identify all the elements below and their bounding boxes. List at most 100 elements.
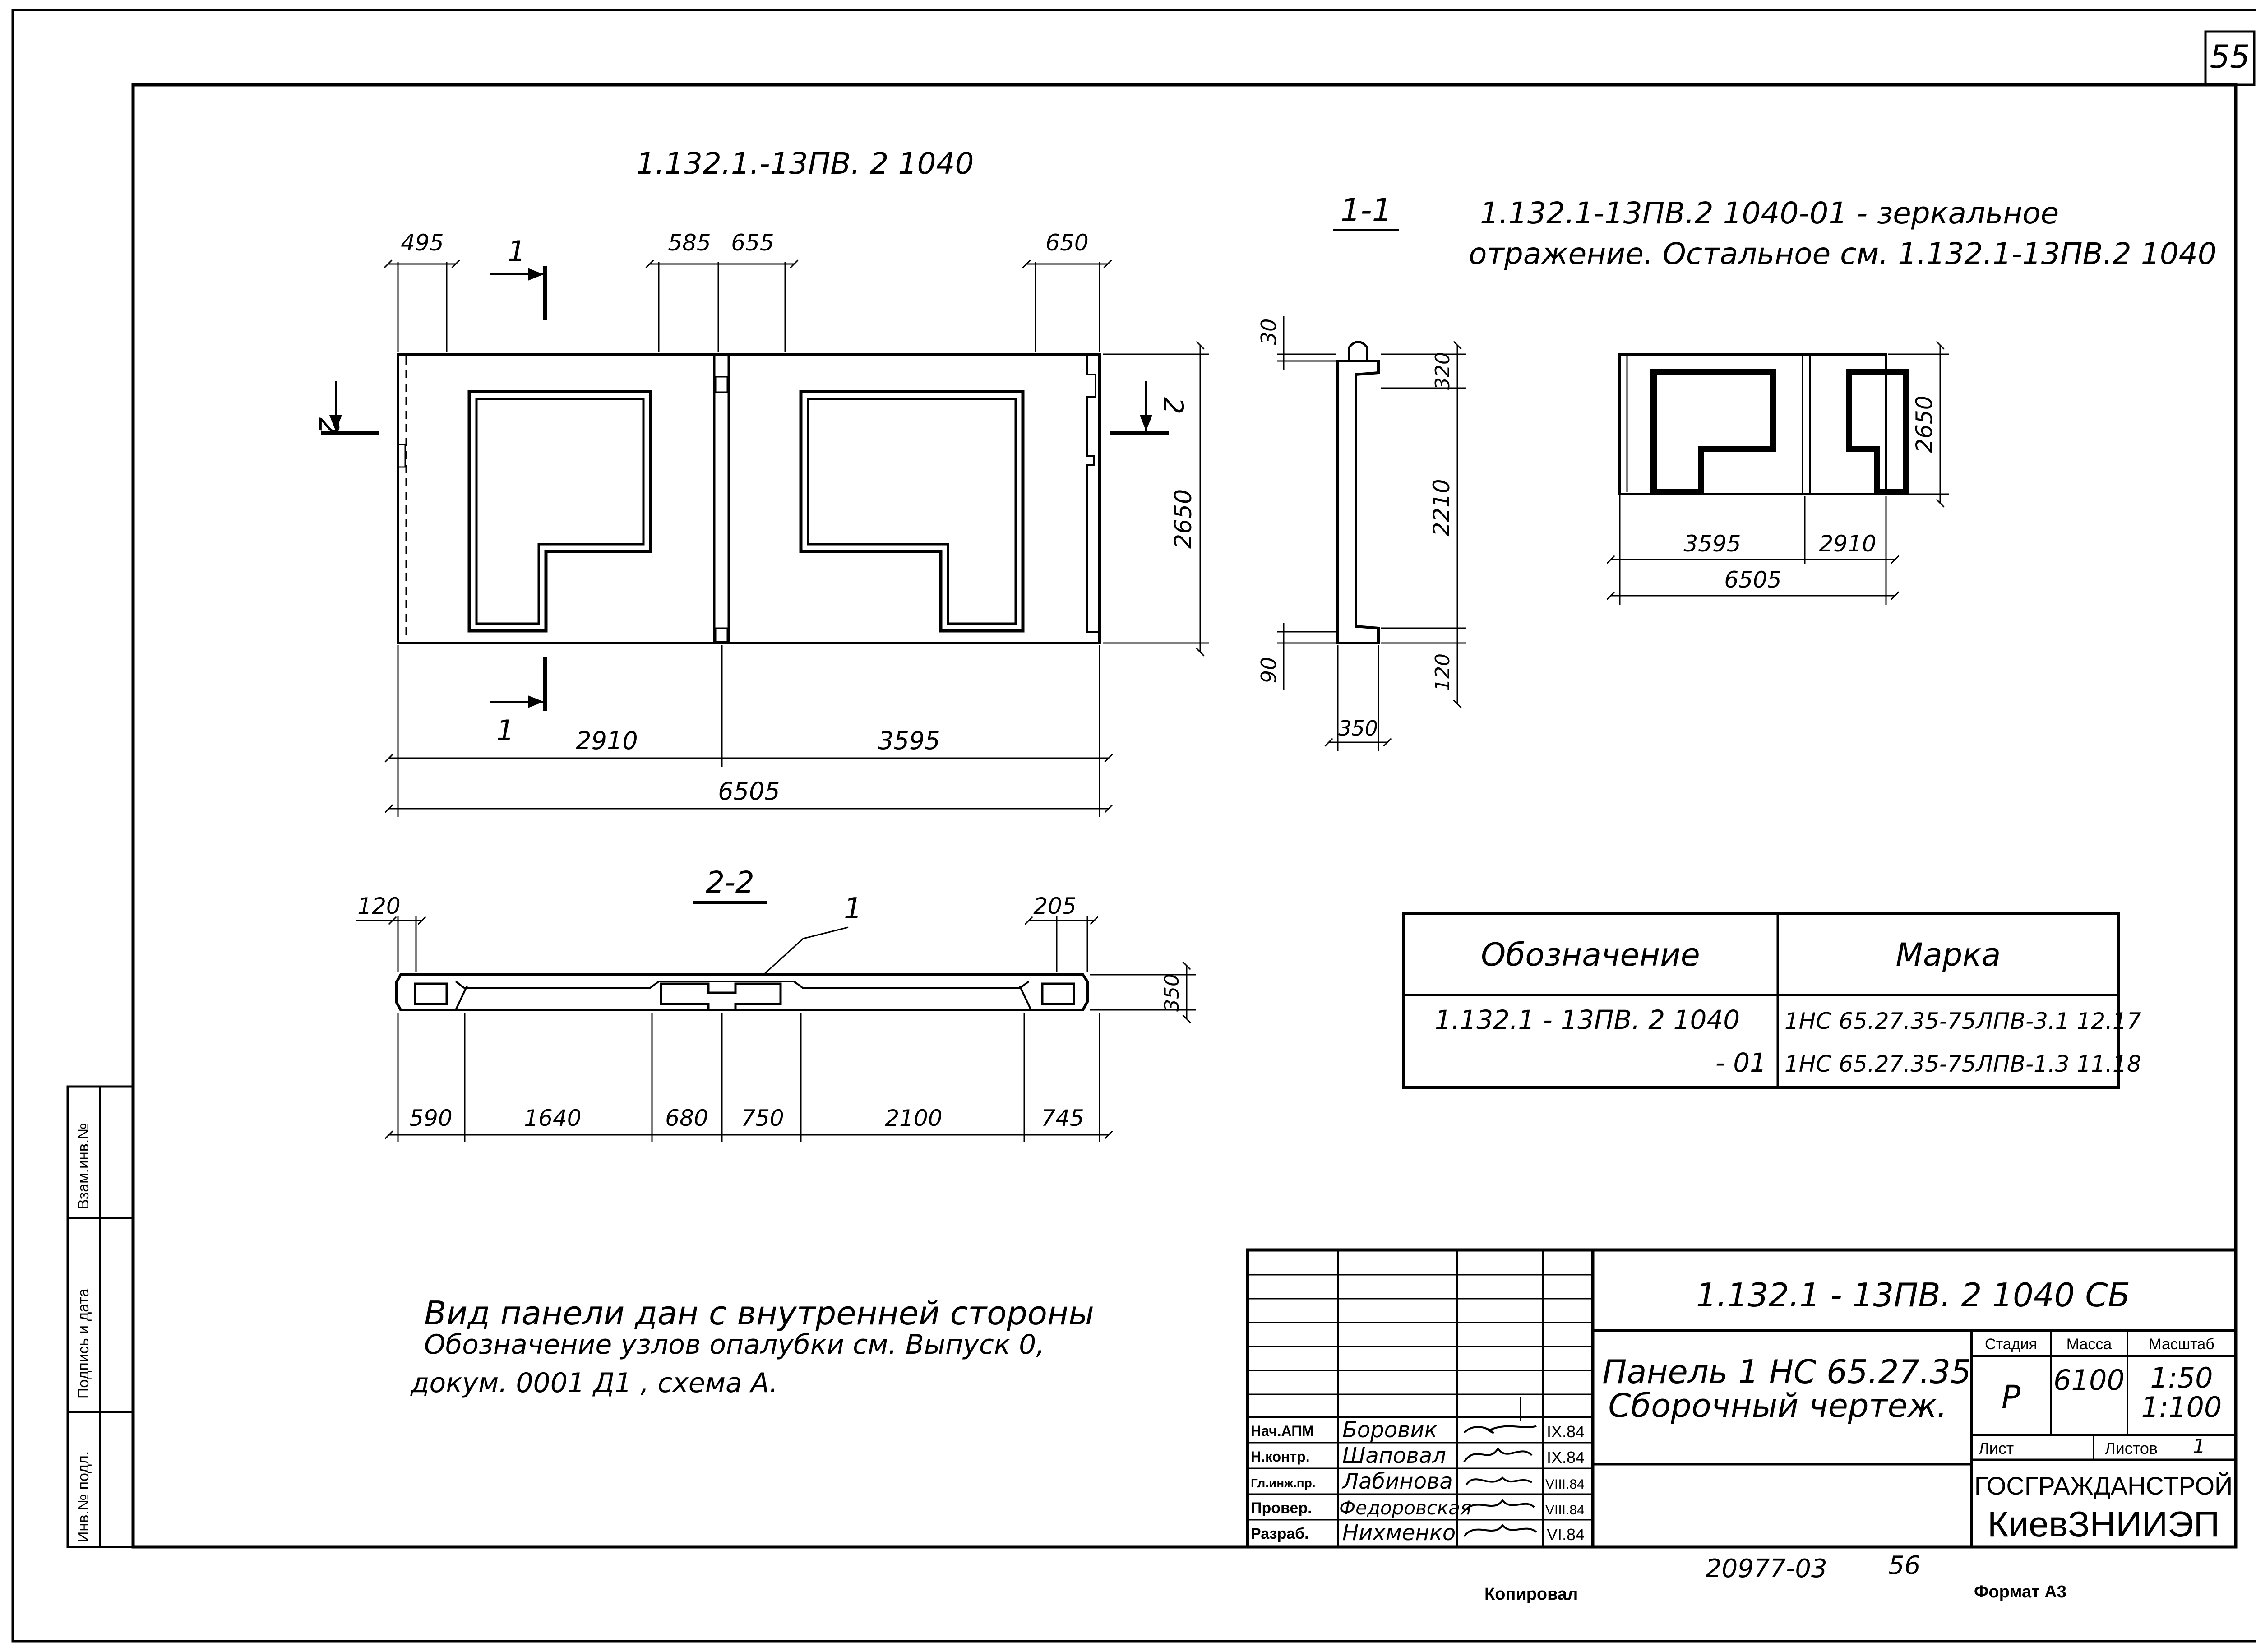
mirror-window-right-actual-l xyxy=(1845,372,1900,491)
window-left-outer xyxy=(467,390,652,633)
signature-3 xyxy=(1463,1499,1535,1513)
dim-745: 745 xyxy=(1041,1105,1084,1131)
tb-col-mass: Масса xyxy=(2066,1336,2112,1353)
title-block: Нач.АПМ Боровик IX.84 Н.контр. Шаповал I… xyxy=(1246,1248,2238,1549)
dim-320: 320 xyxy=(1431,352,1454,390)
signature-4 xyxy=(1463,1523,1537,1537)
mirror-window-right-stroke xyxy=(1845,372,1902,491)
tb-mass: 6100 xyxy=(2053,1364,2125,1397)
stamp-inv-orig: Инв.№ подл. xyxy=(75,1451,92,1542)
main-view-title: 1.132.1.-13ПВ. 2 1040 xyxy=(636,146,974,181)
mirror-dim-6505: 6505 xyxy=(1724,567,1781,593)
dim-2910: 2910 xyxy=(576,727,638,755)
tb-date-2: VIII.84 xyxy=(1545,1477,1585,1492)
tb-role-2: Гл.инж.пр. xyxy=(1251,1476,1316,1490)
table-row2-designation: - 01 xyxy=(1715,1047,1766,1078)
tb-date-3: VIII.84 xyxy=(1545,1503,1585,1518)
signature-0 xyxy=(1463,1397,1537,1434)
outer-frame xyxy=(11,9,2256,1643)
mirror-window-right-image-shape xyxy=(1845,372,1902,491)
mirror-window-right-drawn-l-final xyxy=(1846,372,1897,491)
page-number: 55 xyxy=(2210,38,2250,75)
tb-scale1: 1:50 xyxy=(2150,1361,2213,1394)
mirror-window-right-outline-final xyxy=(1846,372,1900,491)
tb-name-4: Нихменко xyxy=(1342,1520,1456,1546)
mirror-window-2-shape xyxy=(1843,372,1904,491)
dim-585: 585 xyxy=(668,230,711,256)
window-left-inner xyxy=(475,398,645,625)
mirror-window-right-real-final xyxy=(1848,372,1897,491)
dim-120: 120 xyxy=(1431,653,1454,691)
dim-2100: 2100 xyxy=(885,1105,942,1131)
tb-name-1: Шаповал xyxy=(1342,1443,1446,1468)
section-2-2-label: 2-2 xyxy=(706,865,754,900)
mirror-window-l-2 xyxy=(1845,373,1900,491)
inner-frame xyxy=(131,83,2238,1549)
mirror-right-window-drawn xyxy=(1845,372,1900,491)
mirror-window-second-drawn xyxy=(1845,372,1902,491)
mirror-window-right-half xyxy=(1845,372,1902,491)
tb-date-0: IX.84 xyxy=(1547,1422,1585,1441)
mirror-window-right-visible-final xyxy=(1845,372,1900,491)
section-2-2-profile xyxy=(395,973,1089,1011)
main-panel-view: 1.132.1.-13ПВ. 2 1040 495 585 655 6 xyxy=(313,146,1209,817)
dim-120-top: 120 xyxy=(357,893,400,919)
bottom-page: 56 xyxy=(1888,1551,1920,1580)
dim-height-2650: 2650 xyxy=(1170,489,1197,549)
mirror-dim-2910: 2910 xyxy=(1819,531,1876,557)
tb-role-3: Провер. xyxy=(1251,1499,1312,1517)
cut2-right-label: 2 xyxy=(1157,397,1189,414)
mirror-window-right-drawn-true xyxy=(1846,372,1900,491)
table-row1-designation: 1.132.1 - 13ПВ. 2 1040 xyxy=(1435,1004,1740,1035)
tb-role-4: Разраб. xyxy=(1251,1525,1309,1542)
copied-label: Копировал xyxy=(1484,1585,1578,1604)
mirror-panel-view: 3595 2910 6505 2650 xyxy=(1606,341,1949,605)
dim-350-width: 350 xyxy=(1338,716,1378,740)
dim-750: 750 xyxy=(741,1105,784,1131)
note-line1: Вид панели дан с внутренней стороны xyxy=(424,1294,1094,1332)
mirror-window-right-real-drawn xyxy=(1846,369,1909,495)
tb-sheet-label: Лист xyxy=(1979,1439,2014,1458)
tb-scale2: 1:100 xyxy=(2141,1391,2222,1424)
callout-1: 1 xyxy=(844,892,862,925)
dim-30: 30 xyxy=(1257,319,1281,345)
dim-2210: 2210 xyxy=(1428,479,1455,536)
dim-3595: 3595 xyxy=(878,727,940,755)
table-header-mark: Марка xyxy=(1896,936,2001,973)
tb-stage: Р xyxy=(2002,1379,2021,1416)
table-row1-mark: 1НС 65.27.35-75ЛПВ-3.1 12.17 xyxy=(1784,1008,2141,1034)
mirror-window-right-frame xyxy=(1845,372,1902,491)
cut1-bottom-label: 1 xyxy=(496,714,514,747)
tb-col-stage: Стадия xyxy=(1985,1336,2037,1353)
section-1-1: 1-1 30 90 320 2210 120 350 xyxy=(1257,192,1466,751)
mirror-window-right-l-real xyxy=(1845,372,1900,491)
tb-name-line2: Сборочный чертеж. xyxy=(1608,1387,1947,1425)
tb-date-4: VI.84 xyxy=(1547,1525,1585,1544)
mirror-right-window-l xyxy=(1845,372,1900,491)
mirror-window-right-drawn-l xyxy=(1845,372,1900,491)
mirror-window-right-l-visible-stroke xyxy=(1845,372,1900,491)
tb-role-1: Н.контр. xyxy=(1251,1448,1310,1465)
cut2-left-label: 2 xyxy=(313,417,344,435)
tb-org2: КиевЗНИИЭП xyxy=(1988,1504,2219,1544)
dim-655: 655 xyxy=(731,230,774,256)
mirror-window-right-true-l xyxy=(1846,374,1900,491)
tb-org1: ГОСГРАЖДАНСТРОЙ xyxy=(1974,1472,2233,1500)
cut1-top-label: 1 xyxy=(508,235,525,268)
mirror-window-right-poly xyxy=(1845,372,1902,491)
note-line3: докум. 0001 Д1 , схема А. xyxy=(410,1367,778,1399)
dim-90: 90 xyxy=(1257,657,1281,684)
window-right-outer xyxy=(799,390,1025,633)
section-1-1-profile xyxy=(1336,360,1380,644)
table-row2-mark: 1НС 65.27.35-75ЛПВ-1.3 11.18 xyxy=(1784,1051,2141,1077)
tb-date-1: IX.84 xyxy=(1547,1448,1585,1467)
stamp-sign-date: Подпись и дата xyxy=(75,1288,92,1399)
tb-name-2: Лабинова xyxy=(1341,1469,1453,1494)
mirror-right-opening xyxy=(1845,372,1901,491)
dim-650: 650 xyxy=(1045,230,1088,256)
stamp-inv-repl: Взам.инв.№ xyxy=(75,1123,92,1209)
tb-name-line1: Панель 1 НС 65.27.35 xyxy=(1602,1353,1971,1391)
signature-2 xyxy=(1465,1476,1533,1485)
page-number-box xyxy=(2204,30,2256,86)
